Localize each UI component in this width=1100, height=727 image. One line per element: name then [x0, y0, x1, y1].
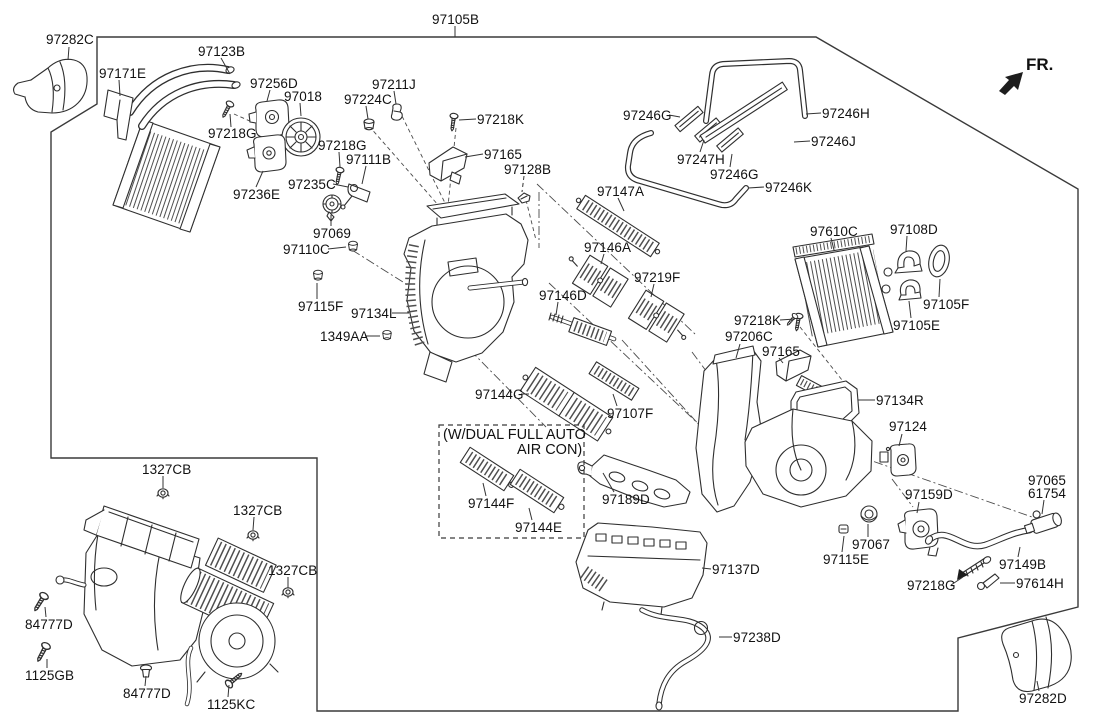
leader-line-97115e-49 [841, 535, 845, 553]
leader-line-97246g-29 [729, 153, 733, 168]
duct-97282d-drawing [1001, 616, 1072, 693]
door-97146a-drawing [568, 254, 629, 308]
fr-arrow-icon [999, 72, 1023, 95]
heater-pipes-drawing [126, 63, 241, 130]
leader-line-97256d-4 [266, 89, 271, 102]
leader-line-97159d-45 [916, 501, 920, 514]
leader-line-97165-12 [464, 153, 484, 158]
seals-group-drawing [624, 57, 808, 209]
sensor-97614h-drawing [976, 573, 1000, 591]
air-guide-97206c-drawing [695, 345, 764, 513]
lever-97111b-drawing [340, 183, 371, 210]
leader-line-97219f-23 [650, 283, 655, 298]
gear-97018-drawing [281, 117, 321, 157]
clamp-97108d-drawing [894, 250, 923, 274]
actuator-97159d-drawing [897, 508, 939, 557]
leader-line-97218k-9 [458, 118, 477, 121]
leader-line-97144f-42 [482, 482, 487, 497]
leader-line-97105e-34 [908, 300, 912, 319]
grommet-97067-drawing [860, 505, 878, 523]
heater-core-drawing [112, 119, 221, 233]
clip-97115e-drawing [838, 524, 849, 534]
leader-line-97236e-14 [255, 170, 264, 188]
door-97147a-drawing [575, 194, 661, 258]
pipe-bracket-97171e-drawing [103, 89, 134, 141]
leader-line-97218g-10 [338, 151, 341, 168]
leader-line-97235c-15 [332, 183, 349, 188]
case-97134r-drawing [744, 375, 873, 508]
rod-97146d-drawing [548, 312, 617, 346]
leader-line-97282c-0 [67, 46, 70, 61]
door-97219f-drawing [627, 289, 687, 343]
cover-97165-left-drawing [428, 146, 468, 185]
leader-line-97218g-8 [229, 113, 232, 128]
leader-line-1125kc-61 [227, 684, 230, 698]
screw-97218g-lower-drawing [957, 556, 992, 580]
leader-line-97206c-36 [735, 343, 741, 359]
leader-line-97610c-31 [830, 237, 835, 251]
leader-line-97246h-26 [805, 112, 822, 115]
valve-97065-drawing [1023, 510, 1062, 534]
dual-auto-doors-drawing [459, 446, 565, 514]
hose-97149b-drawing [924, 526, 1034, 550]
leader-line-97224c-7 [365, 105, 369, 120]
leader-line-97123b-2 [220, 57, 231, 75]
dual-auto-box [438, 424, 585, 539]
ring-97105f-drawing [928, 244, 950, 278]
leader-line-97144e-43 [528, 507, 533, 521]
door-97144g-drawing [519, 366, 614, 442]
leader-line-97246k-30 [747, 186, 765, 189]
door-97107f-drawing [588, 361, 640, 401]
leader-line-97108d-32 [905, 235, 908, 252]
diagram-border [50, 36, 1079, 712]
leader-line-97246j-28 [793, 140, 811, 143]
leader-line-97018-5 [299, 102, 302, 117]
leader-line-97147a-21 [617, 197, 625, 212]
leader-line-97149b-50 [1017, 546, 1021, 558]
leader-line-97124-39 [898, 433, 903, 447]
evaporator-97610c-drawing [784, 233, 894, 348]
leader-line-97246g-25 [668, 114, 681, 118]
leader-line-97107f-41 [612, 393, 618, 407]
actuator-97236e-drawing [246, 134, 287, 173]
leader-line-97128b-13 [521, 175, 525, 193]
small-clips-drawing [218, 99, 804, 341]
actuator-97124-drawing [879, 443, 917, 477]
leader-line-97146d-24 [555, 301, 559, 316]
case-97134l-drawing [403, 193, 529, 383]
leader-line-97165-37 [778, 357, 784, 364]
leader-lines [44, 26, 1045, 698]
leader-line-97171e-3 [118, 79, 121, 97]
leader-line-97111b-11 [361, 165, 367, 185]
leader-line-97110c-17 [327, 246, 347, 250]
tray-97189d-drawing [577, 454, 691, 508]
lower-case-97137d-drawing [575, 522, 708, 616]
leader-line-97189d-44 [602, 472, 615, 493]
leader-line-97137d-53 [701, 567, 712, 570]
leader-line-97105f-33 [938, 278, 941, 298]
clamp-97105e-drawing [898, 279, 922, 301]
leader-line-97146a-22 [600, 253, 605, 265]
cam-gear-97069-drawing [322, 194, 342, 222]
leader-line-1327cb-56 [252, 516, 255, 531]
leader-line-97282d-62 [1036, 680, 1040, 692]
leader-line-97247h-27 [699, 139, 705, 153]
blower-assembly-drawing [30, 488, 295, 707]
drain-hose-97238d-drawing [639, 607, 711, 711]
duct-97282c-drawing [12, 58, 88, 114]
leader-line-97211j-6 [393, 90, 397, 105]
leader-line-84777d-60 [144, 675, 147, 687]
bracket-97165-right-drawing [775, 349, 812, 382]
leader-line-97218k-35 [779, 318, 796, 321]
leader-line-61754-47 [1041, 499, 1045, 515]
leader-line-84777d-58 [44, 606, 47, 618]
leader-line-97218g-52 [950, 576, 964, 586]
